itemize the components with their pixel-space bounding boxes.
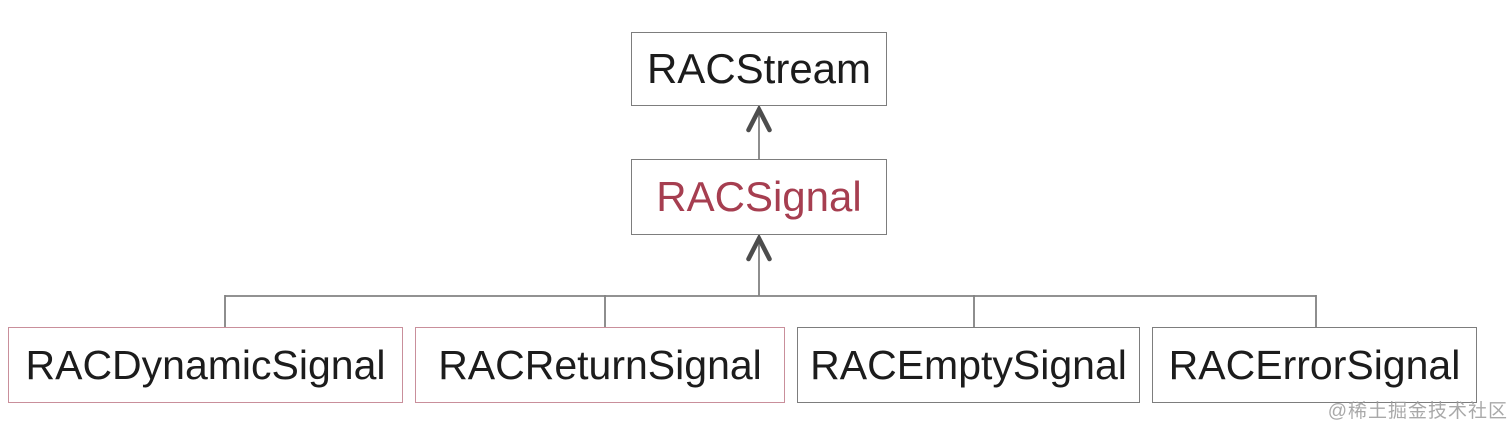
class-label-racdynamicsignal: RACDynamicSignal [25,341,386,388]
class-label-racerrorsignal: RACErrorSignal [1168,341,1461,388]
arrowhead-up-icon [746,233,772,262]
class-box-racreturnsignal: RACReturnSignal [415,327,785,403]
class-box-racerrorsignal: RACErrorSignal [1152,327,1477,403]
class-label-racreturnsignal: RACReturnSignal [438,341,762,388]
class-box-racstream: RACStream [631,32,887,106]
class-box-racdynamicsignal: RACDynamicSignal [8,327,403,403]
arrowhead-up-icon [746,104,772,133]
watermark-text: @稀土掘金技术社区 [1327,401,1508,422]
class-label-racstream: RACStream [646,45,872,92]
class-box-racemptysignal: RACEmptySignal [797,327,1140,403]
class-label-racemptysignal: RACEmptySignal [810,341,1127,388]
class-box-racsignal: RACSignal [631,159,887,235]
class-label-racsignal: RACSignal [656,173,862,220]
